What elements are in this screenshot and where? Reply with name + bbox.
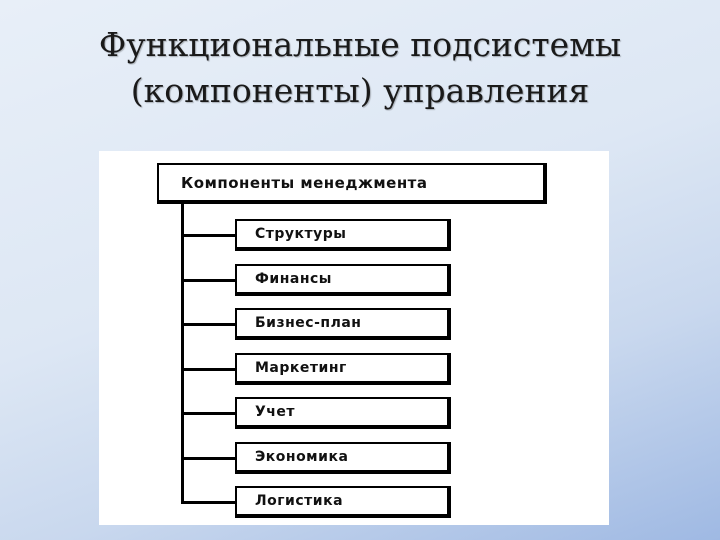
- connector-branch: [181, 234, 235, 237]
- connector-branch: [181, 457, 235, 460]
- component-box: Структуры: [235, 219, 451, 251]
- connector-branch: [181, 412, 235, 415]
- root-box: Компоненты менеджмента: [157, 163, 547, 204]
- component-box: Бизнес-план: [235, 308, 451, 340]
- component-box: Маркетинг: [235, 353, 451, 385]
- connector-branch: [181, 501, 235, 504]
- component-box: Логистика: [235, 486, 451, 518]
- component-box: Финансы: [235, 264, 451, 296]
- connector-branch: [181, 279, 235, 282]
- component-box: Учет: [235, 397, 451, 429]
- connector-branch: [181, 323, 235, 326]
- slide-title-line-2: (компоненты) управления: [130, 71, 590, 110]
- connector-trunk: [181, 204, 184, 504]
- slide-title-line-1: Функциональные подсистемы: [98, 25, 622, 64]
- connector-branch: [181, 368, 235, 371]
- component-box: Экономика: [235, 442, 451, 474]
- slide-title: Функциональные подсистемы (компоненты) у…: [0, 22, 720, 114]
